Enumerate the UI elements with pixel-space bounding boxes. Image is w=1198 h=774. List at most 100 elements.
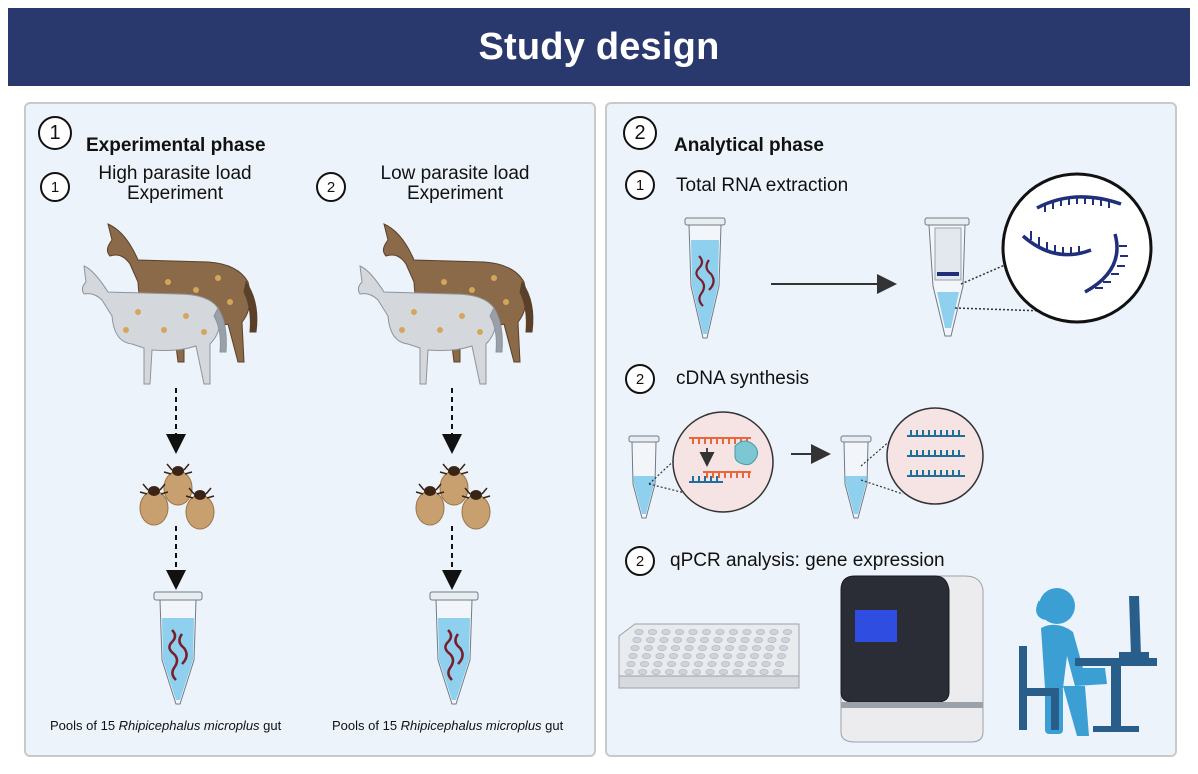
plate-well — [775, 661, 785, 667]
plate-well — [781, 637, 791, 643]
plate-well — [719, 669, 729, 675]
rna-extraction-art — [684, 172, 1153, 339]
tube-icon — [628, 435, 660, 519]
tick-marks — [123, 275, 233, 335]
step-label: Total RNA extraction — [676, 175, 849, 196]
phase-number-badge: 2 — [623, 116, 657, 150]
step-label: cDNA synthesis — [676, 368, 810, 389]
step-label: qPCR analysis: gene expression — [670, 550, 945, 571]
qpcr-art — [618, 575, 1157, 743]
plate-well — [711, 645, 721, 651]
plate-well — [666, 661, 676, 667]
plate-well — [698, 645, 708, 651]
plate-well — [759, 669, 769, 675]
qpcr-machine-icon — [840, 575, 984, 743]
horse-icon — [81, 223, 258, 385]
sample-caption: Pools of 15 Rhipicephalus microplus gut — [50, 718, 282, 733]
plate-well — [740, 637, 750, 643]
plate-well — [696, 653, 706, 659]
plate-well — [637, 669, 647, 675]
plate-well — [639, 661, 649, 667]
tube-icon — [153, 591, 203, 705]
plate-well — [705, 669, 715, 675]
plate-well — [682, 653, 692, 659]
plate-well — [754, 637, 764, 643]
plate-well — [653, 661, 663, 667]
plate-well — [725, 645, 735, 651]
experiment-title: Low parasite load Experiment — [380, 163, 530, 204]
experimental-phase-panel — [24, 102, 596, 757]
plate-well — [763, 653, 773, 659]
plate-well — [738, 645, 748, 651]
experiment-flow — [139, 388, 491, 590]
plate-well — [651, 669, 661, 675]
plate-well — [634, 629, 644, 635]
plate-well — [626, 661, 636, 667]
plate-well — [736, 653, 746, 659]
plate-well — [643, 645, 653, 651]
horse-icon — [357, 223, 534, 385]
plate-well — [628, 653, 638, 659]
plate-well — [632, 637, 642, 643]
enzyme-zoom-circle — [672, 411, 774, 513]
white-horse — [357, 265, 503, 385]
plate-well — [748, 661, 758, 667]
rna-zoom-circle — [1001, 172, 1153, 324]
sample-caption: Pools of 15 Rhipicephalus microplus gut — [332, 718, 564, 733]
plate-well — [713, 637, 723, 643]
plate-well — [779, 645, 789, 651]
experiment-title: High parasite load Experiment — [98, 163, 252, 204]
tube-icon — [684, 217, 726, 339]
plate-well — [630, 645, 640, 651]
plate-well — [684, 645, 694, 651]
plate-well — [655, 653, 665, 659]
plate-well — [688, 629, 698, 635]
plate-well — [752, 645, 762, 651]
plate-well — [756, 629, 766, 635]
plate-well — [709, 653, 719, 659]
plate-well — [659, 637, 669, 643]
plate-well — [773, 669, 783, 675]
plate-well — [767, 637, 777, 643]
title-banner: Study design — [8, 8, 1190, 86]
tube-icon — [429, 591, 479, 705]
tick-marks — [399, 275, 509, 335]
plate-well — [723, 653, 733, 659]
plate-well — [641, 653, 651, 659]
plate-well — [742, 629, 752, 635]
step-number-badge: 2 — [625, 546, 655, 576]
plate-well — [702, 629, 712, 635]
experiment-number-badge: 2 — [316, 172, 346, 202]
plate-well — [686, 637, 696, 643]
experimental-phase-heading: Experimental phase — [86, 135, 266, 156]
phase-number-badge: 1 — [38, 116, 72, 150]
plate-well — [673, 637, 683, 643]
plate-well — [671, 645, 681, 651]
pcr-plate-icon — [618, 623, 800, 689]
plate-well — [715, 629, 725, 635]
plate-well — [721, 661, 731, 667]
plate-well — [694, 661, 704, 667]
plate-well — [769, 629, 779, 635]
cdna-synthesis-art — [628, 407, 984, 519]
plate-well — [700, 637, 710, 643]
plate-well — [707, 661, 717, 667]
plate-well — [777, 653, 787, 659]
plate-well — [732, 669, 742, 675]
tick-icon — [139, 463, 215, 530]
experiment-number-badge: 1 — [40, 172, 70, 202]
plate-well — [734, 661, 744, 667]
plate-well — [750, 653, 760, 659]
plate-well — [783, 629, 793, 635]
plate-well — [624, 669, 634, 675]
step-number-badge: 1 — [625, 170, 655, 200]
plate-well — [692, 669, 702, 675]
plate-well — [727, 637, 737, 643]
plate-well — [729, 629, 739, 635]
plate-well — [765, 645, 775, 651]
plate-well — [675, 629, 685, 635]
plate-well — [645, 637, 655, 643]
plate-well — [680, 661, 690, 667]
plate-well — [761, 661, 771, 667]
analytical-phase-heading: Analytical phase — [674, 135, 824, 156]
